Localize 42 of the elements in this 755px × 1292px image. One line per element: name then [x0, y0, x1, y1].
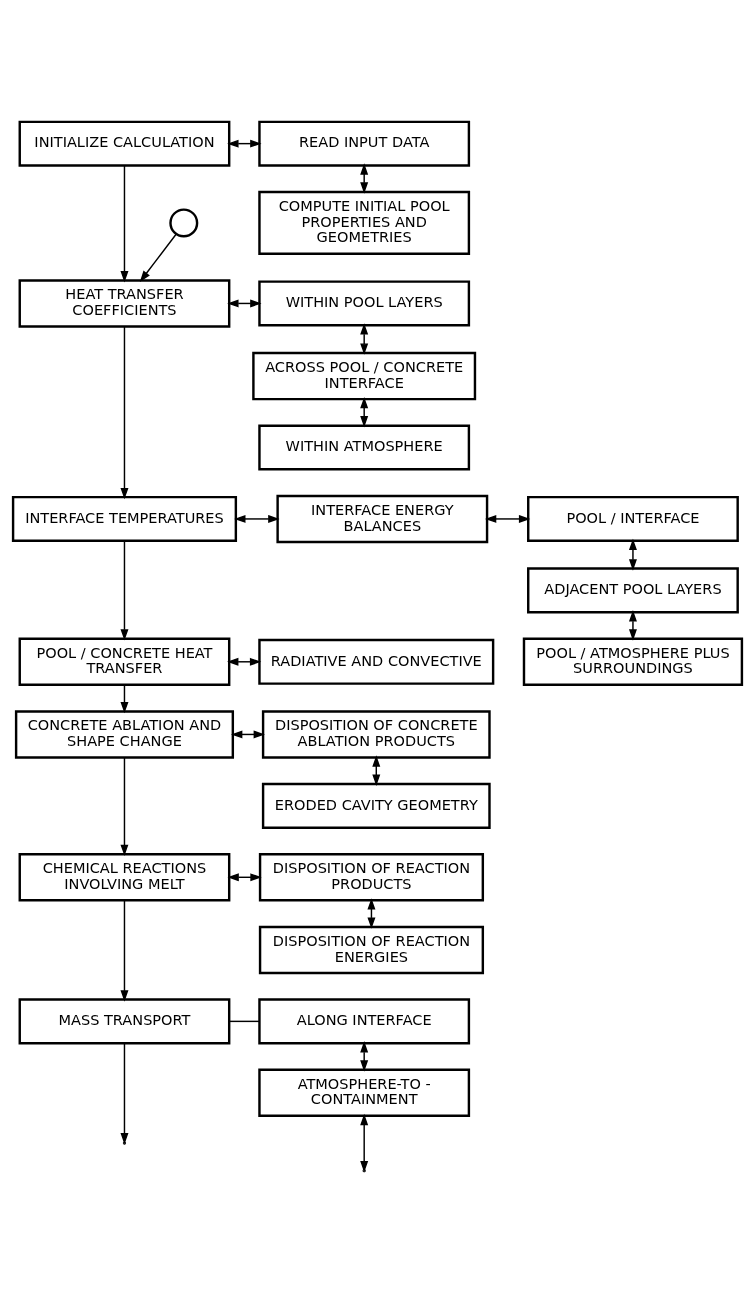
arrow	[628, 538, 637, 571]
arrow	[360, 162, 369, 194]
node-box: MASS TRANSPORT	[18, 997, 231, 1044]
node-box: DISPOSITION OF REACTION ENERGIES	[258, 925, 485, 974]
arrow	[360, 1113, 369, 1172]
node-box: COMPUTE INITIAL POOL PROPERTIES AND GEOMETRIES	[258, 190, 471, 255]
arrow	[234, 514, 280, 523]
node-box: ATMOSPHERE-TO - CONTAINMENT	[258, 1068, 471, 1117]
node-box: ERODED CAVITY GEOMETRY	[261, 782, 491, 829]
node-box: CHEMICAL REACTIONS INVOLVING MELT	[18, 852, 231, 901]
node-box: DISPOSITION OF REACTION PRODUCTS	[258, 852, 485, 901]
arrow	[120, 325, 129, 499]
arrow	[360, 396, 369, 427]
arrow	[484, 514, 531, 523]
arrow	[227, 657, 262, 666]
node-box: ADJACENT POOL LAYERS	[527, 566, 739, 613]
arrow	[120, 899, 129, 1002]
arrow	[628, 609, 637, 641]
arrow	[360, 1040, 369, 1072]
arrow	[120, 164, 129, 282]
node-box: WITHIN POOL LAYERS	[258, 279, 471, 326]
node-box: POOL / CONCRETE HEAT TRANSFER	[18, 637, 231, 686]
node-box: CONCRETE ABLATION AND SHAPE CHANGE	[14, 709, 235, 759]
node-box: ACROSS POOL / CONCRETE INTERFACE	[252, 351, 477, 400]
arrow	[120, 756, 129, 856]
node-box: INTERFACE ENERGY BALANCES	[276, 494, 489, 543]
arrow	[120, 539, 129, 641]
node-box: READ INPUT DATA	[258, 120, 471, 167]
connector	[228, 1020, 261, 1022]
node-circle	[169, 207, 199, 237]
node-box: RADIATIVE AND CONVECTIVE	[258, 638, 495, 685]
arrow	[120, 1042, 129, 1144]
node-box: POOL / INTERFACE	[527, 495, 739, 542]
node-box: WITHIN ATMOSPHERE	[258, 424, 471, 470]
node-box: INTERFACE TEMPERATURES	[11, 495, 238, 542]
node-box: INITIALIZE CALCULATION	[18, 120, 231, 167]
node-box: DISPOSITION OF CONCRETE ABLATION PRODUCTS	[261, 709, 491, 759]
node-box: HEAT TRANSFER COEFFICIENTS	[18, 278, 231, 328]
arrow	[139, 232, 177, 282]
arrow	[360, 322, 369, 355]
node-box: POOL / ATMOSPHERE PLUS SURROUNDINGS	[522, 637, 744, 686]
node-box: ALONG INTERFACE	[258, 997, 471, 1044]
